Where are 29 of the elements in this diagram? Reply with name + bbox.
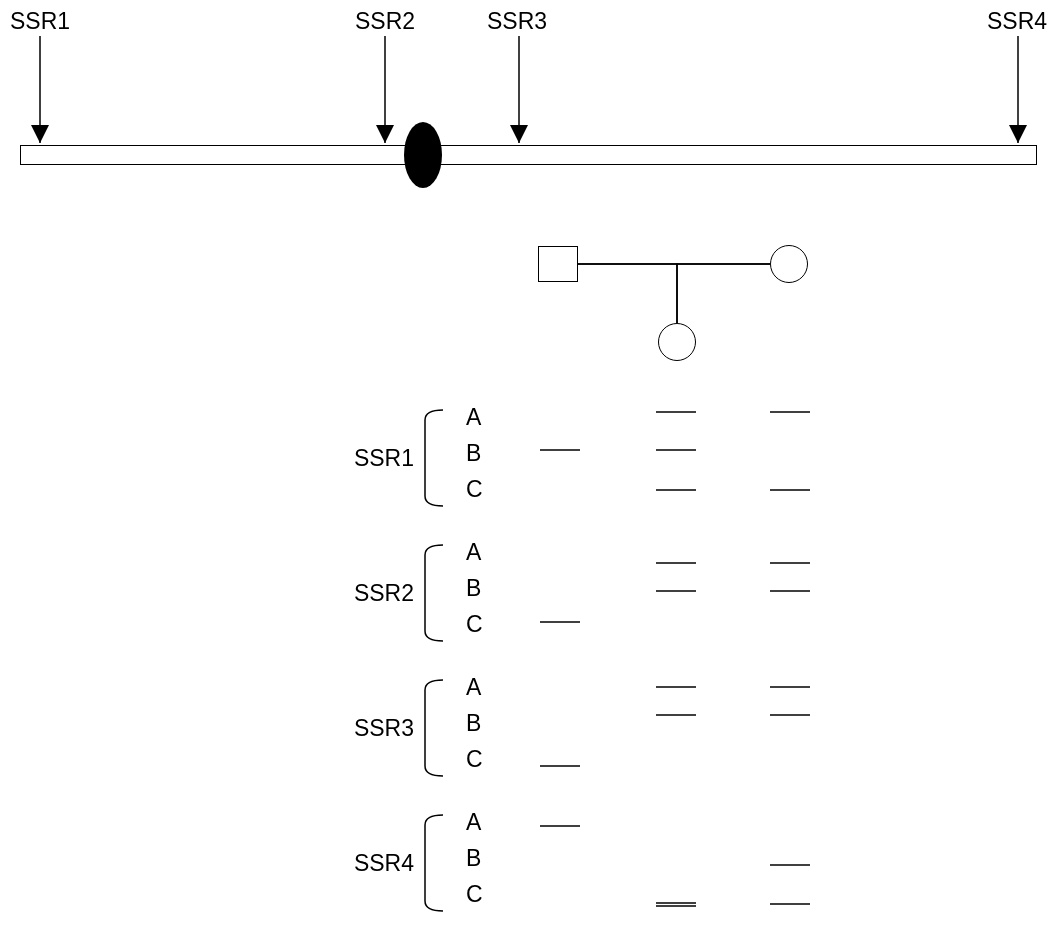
marker-label: SSR4 — [353, 850, 414, 876]
allele-label: A — [466, 809, 482, 835]
female-circle — [658, 323, 696, 361]
arrow — [376, 35, 394, 144]
allele-label: B — [466, 845, 482, 871]
chromosome-bar — [20, 145, 1037, 165]
allele-label: A — [466, 674, 482, 700]
allele-label: C — [466, 881, 483, 907]
allele-label: B — [466, 440, 482, 466]
allele-label: C — [466, 611, 483, 637]
arrow — [510, 35, 528, 144]
marker-label: SSR2 — [355, 8, 419, 34]
pedigree-line — [676, 263, 771, 324]
female-circle — [770, 245, 808, 283]
arrow — [1009, 35, 1027, 144]
allele-label: C — [466, 476, 483, 502]
allele-label: B — [466, 575, 482, 601]
allele-label: A — [466, 539, 482, 565]
arrow — [31, 35, 49, 144]
marker-label: SSR4 — [987, 8, 1051, 34]
marker-label: SSR2 — [353, 580, 414, 606]
marker-label: SSR3 — [487, 8, 551, 34]
allele-label: A — [466, 404, 482, 430]
allele-label: C — [466, 746, 483, 772]
allele-label: B — [466, 710, 482, 736]
marker-label: SSR1 — [353, 445, 414, 471]
marker-label: SSR1 — [10, 8, 74, 34]
marker-label: SSR3 — [353, 715, 414, 741]
male-square — [538, 246, 578, 282]
